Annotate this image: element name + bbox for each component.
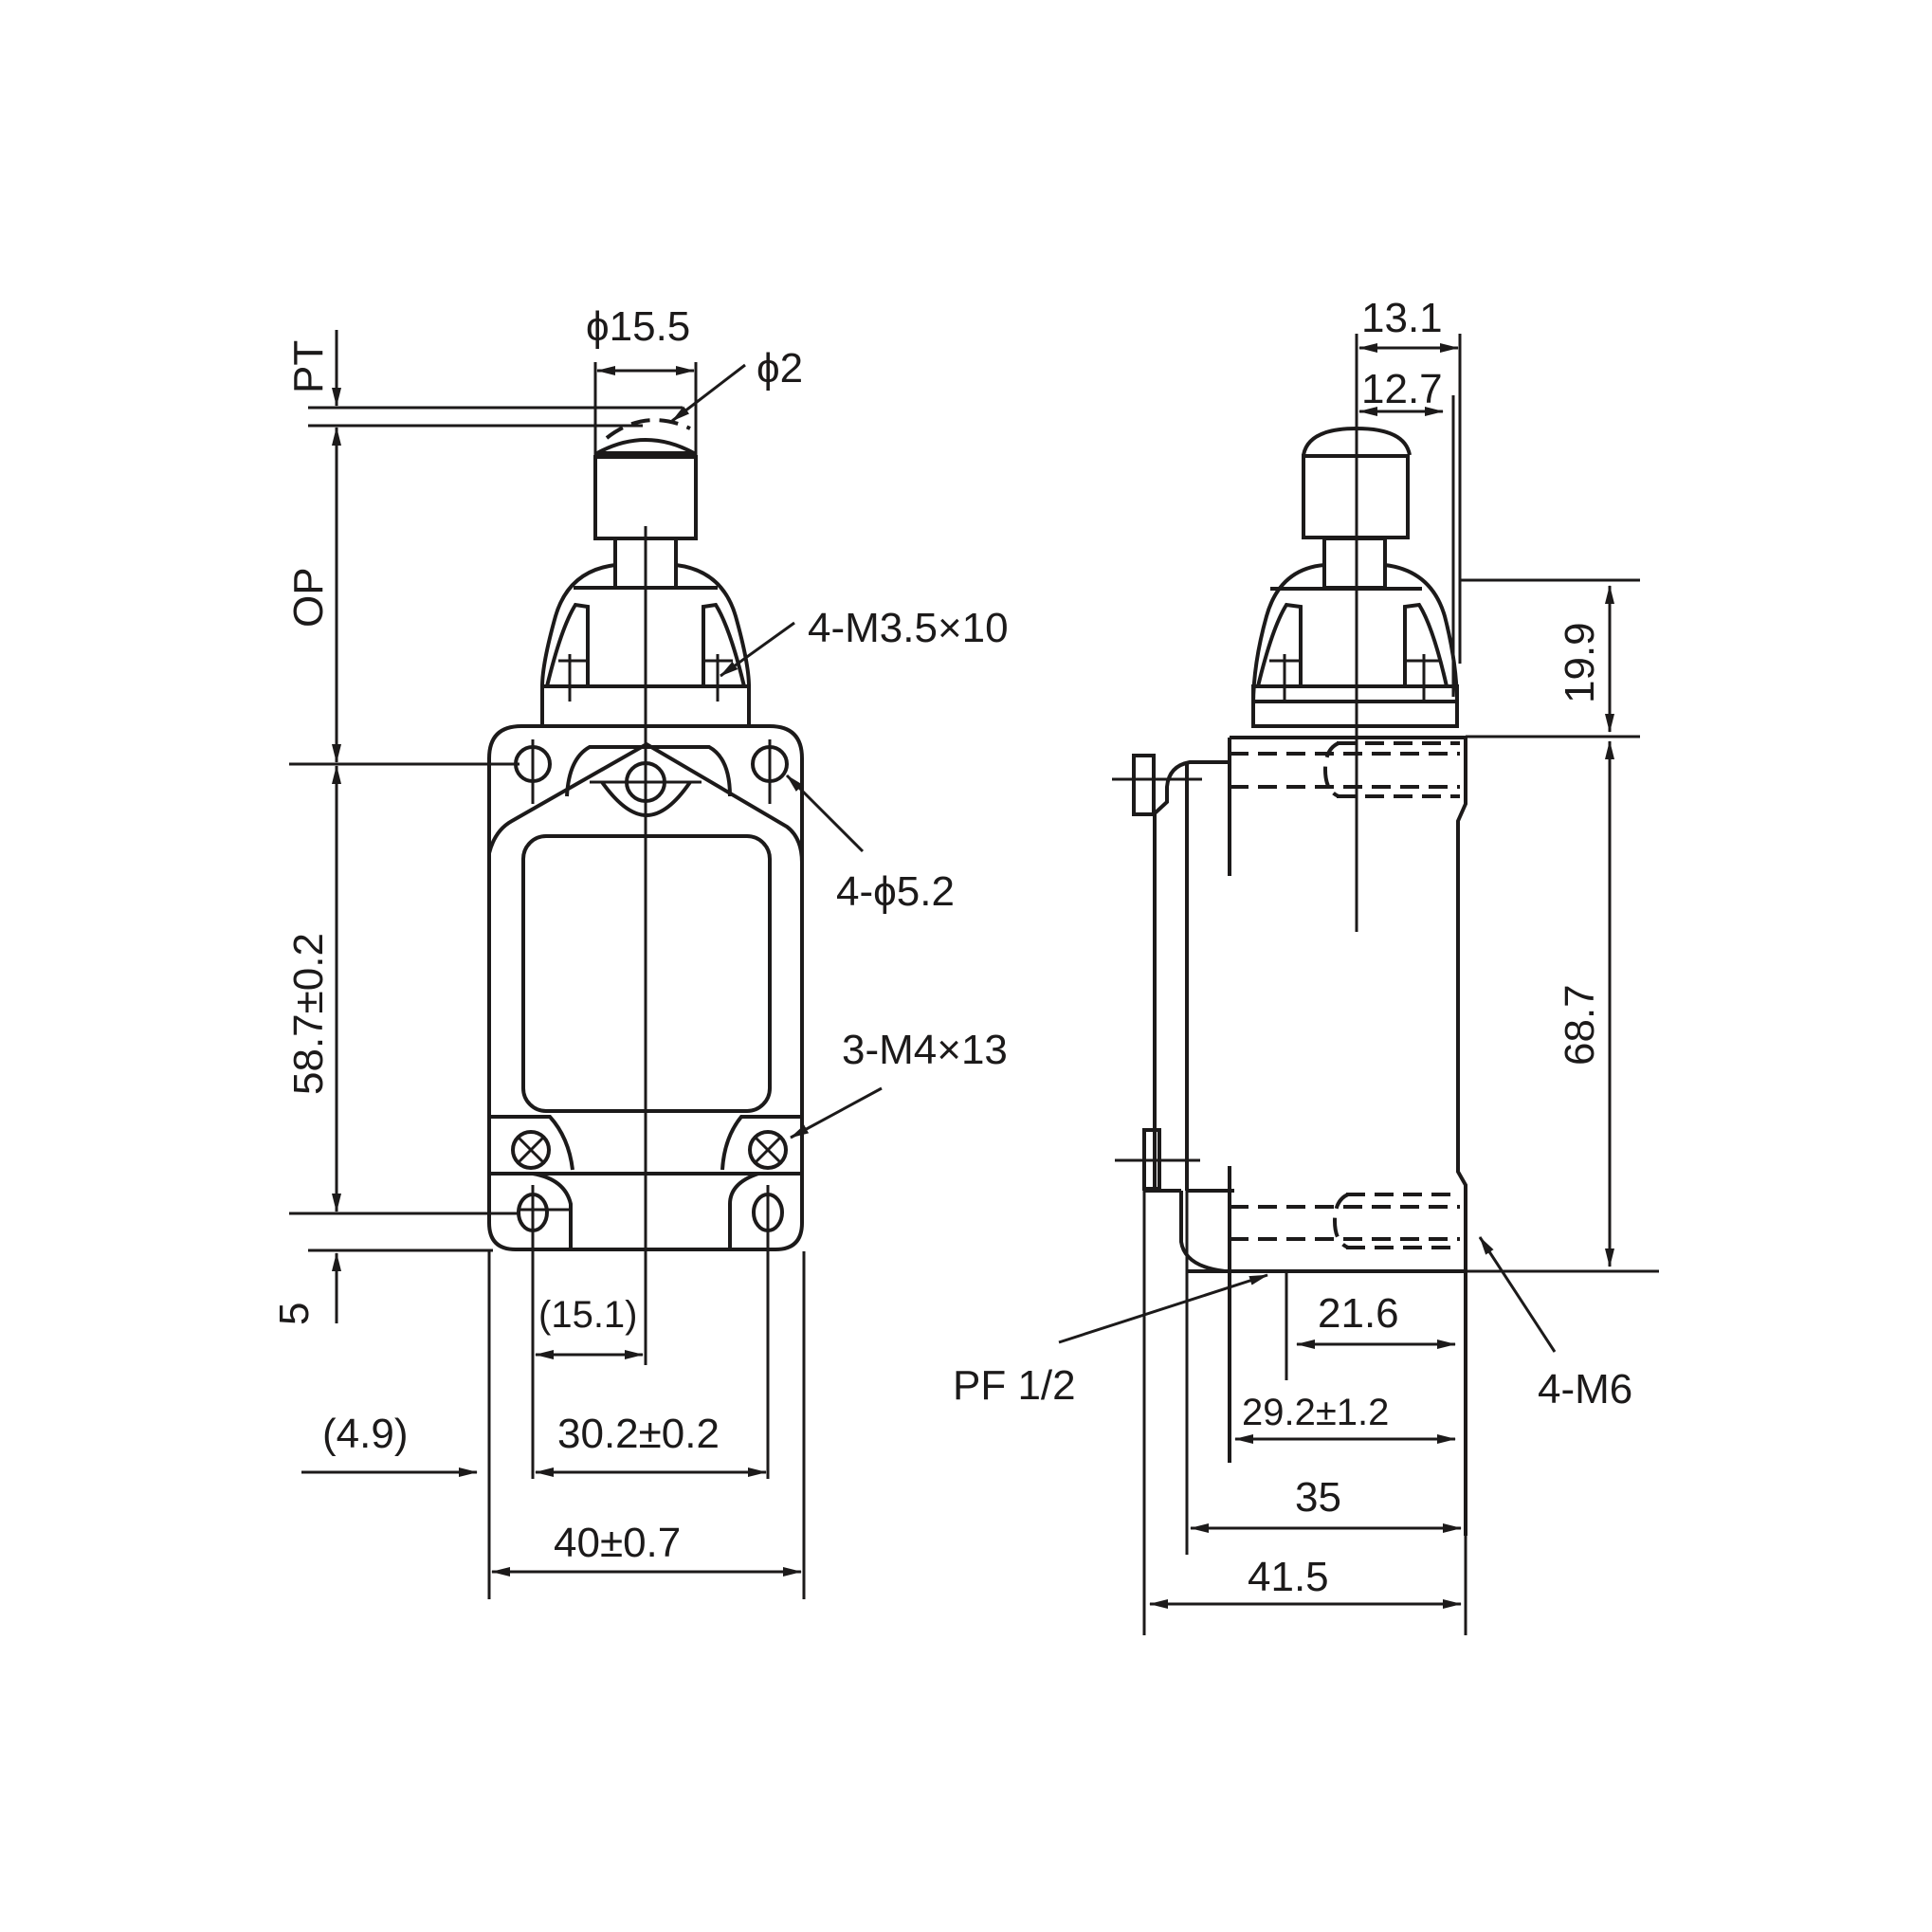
dim-body-height: 68.7 (1557, 740, 1614, 1267)
plunger-offset-inner-label: 12.7 (1361, 366, 1443, 412)
dim-plunger-offset-inner: 12.7 (1358, 366, 1444, 416)
front-view: PT OP 58.7±0.2 5 ϕ15.5 ϕ2 4-M3.5 (271, 303, 1009, 1599)
dim-pt: PT (285, 330, 341, 517)
center-offset-label: (15.1) (538, 1294, 638, 1336)
dim-depth-body: 35 (1190, 1474, 1462, 1533)
leader-head-screws: 4-M3.5×10 (720, 605, 1009, 678)
leader-cover-screws: 3-M4×13 (790, 1027, 1008, 1139)
head-height-label: 19.9 (1557, 622, 1603, 703)
tip-diameter-label: ϕ2 (756, 345, 803, 392)
side-offset-label: (4.9) (322, 1411, 408, 1457)
depth-inner-label: 29.2±1.2 (1242, 1392, 1389, 1433)
dim-hole-spacing: 30.2±0.2 (535, 1411, 767, 1477)
head-diameter-label: ϕ15.5 (586, 303, 690, 350)
pt-label: PT (285, 340, 332, 393)
dim-side-offset: (4.9) (301, 1411, 478, 1477)
dim-head-diameter: ϕ15.5 (586, 303, 695, 375)
dim-bottom-offset: 5 (271, 1252, 341, 1325)
leader-mount-threads: 4-M6 (1478, 1236, 1632, 1413)
cover-screw-left (511, 1130, 551, 1170)
side-body (1187, 736, 1467, 1536)
body-height-label: 68.7 (1557, 984, 1603, 1066)
dim-depth-inner: 29.2±1.2 (1234, 1392, 1456, 1444)
cover-screws-label: 3-M4×13 (842, 1027, 1008, 1073)
leader-mount-holes: 4-ϕ5.2 (785, 774, 955, 915)
conduit-position-label: 21.6 (1318, 1290, 1399, 1337)
depth-body-label: 35 (1295, 1474, 1341, 1521)
height-label: 58.7±0.2 (285, 933, 332, 1095)
plunger-offset-outer-label: 13.1 (1361, 295, 1443, 341)
mount-threads-label: 4-M6 (1538, 1366, 1632, 1413)
leader-conduit: PF 1/2 (953, 1273, 1268, 1409)
hole-spacing-label: 30.2±0.2 (557, 1411, 720, 1457)
dim-center-offset: (15.1) (535, 1294, 644, 1359)
dim-op: OP (285, 428, 341, 763)
cover-screw-right (748, 1130, 788, 1170)
side-view: 13.1 12.7 19.9 68.7 PF 1/2 4-M6 (953, 295, 1659, 1635)
side-bracket (1112, 754, 1230, 1273)
conduit-label: PF 1/2 (953, 1362, 1076, 1409)
dim-depth-total: 41.5 (1149, 1554, 1462, 1609)
dim-height: 58.7±0.2 (285, 765, 341, 1212)
dim-head-height: 19.9 (1557, 585, 1614, 733)
width-label: 40±0.7 (554, 1520, 681, 1566)
depth-total-label: 41.5 (1248, 1554, 1329, 1600)
dim-conduit-position: 21.6 (1296, 1290, 1456, 1349)
op-label: OP (285, 567, 332, 628)
dim-width: 40±0.7 (491, 1520, 802, 1577)
bottom-offset-label: 5 (271, 1303, 318, 1325)
mount-holes-label: 4-ϕ5.2 (836, 868, 955, 915)
head-screws-label: 4-M3.5×10 (808, 605, 1009, 651)
leader-tip-diameter: ϕ2 (671, 345, 803, 423)
dim-plunger-offset-outer: 13.1 (1358, 295, 1459, 353)
